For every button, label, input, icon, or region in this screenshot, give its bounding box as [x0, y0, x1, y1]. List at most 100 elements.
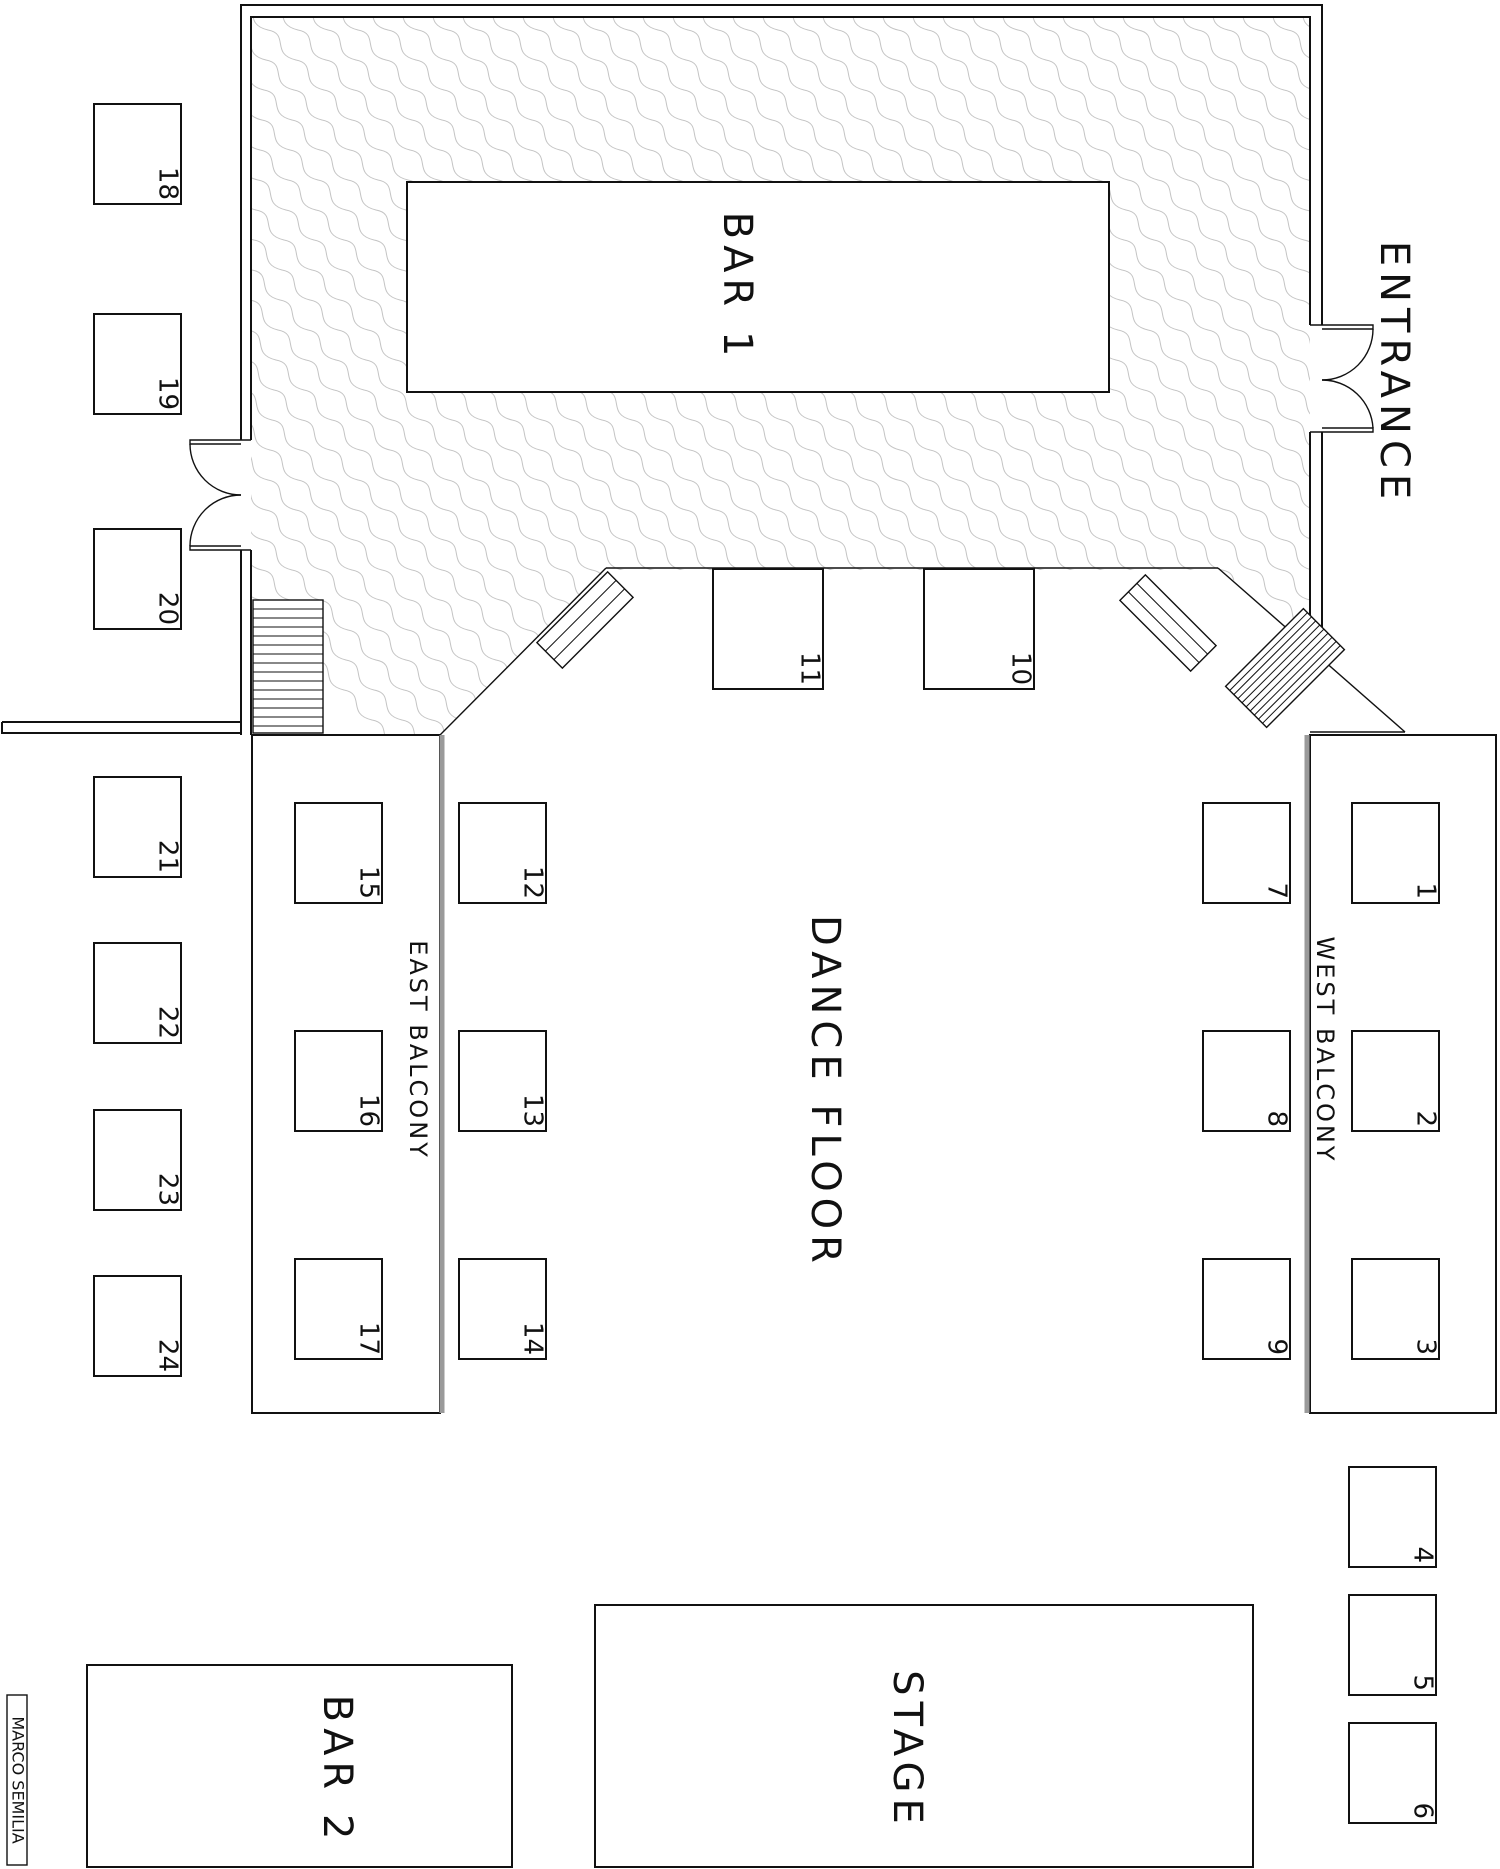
hatch-line [251, 17, 461, 735]
bar-1[interactable] [406, 181, 1110, 393]
hatch-line [251, 17, 611, 735]
table-19-top[interactable] [93, 313, 182, 415]
bar-2-label: BAR 2 [314, 1695, 360, 1846]
author-stamp-frame [6, 1694, 28, 1866]
table-6[interactable]: 6 [1348, 1722, 1438, 1824]
stair-step [1128, 591, 1200, 663]
table-number: 6 [1408, 1802, 1438, 1819]
table-4[interactable]: 4 [1348, 1466, 1438, 1568]
table-11[interactable]: 11 [712, 568, 825, 690]
table-16-top[interactable] [294, 1030, 383, 1132]
table-13-top[interactable] [458, 1030, 547, 1132]
table-17-top[interactable] [294, 1258, 383, 1360]
table-18[interactable]: 18 [93, 103, 183, 205]
table-8-top[interactable] [1202, 1030, 1291, 1132]
table-number: 18 [153, 167, 183, 200]
hatch-line [251, 17, 551, 735]
table-20-top[interactable] [93, 528, 182, 630]
table-19[interactable]: 19 [93, 313, 183, 415]
stage[interactable] [594, 1604, 1254, 1868]
table-number: 7 [1262, 882, 1292, 899]
table-4-top[interactable] [1348, 1466, 1437, 1568]
table-number: 3 [1411, 1338, 1441, 1355]
table-number: 2 [1411, 1110, 1441, 1127]
stair-step [1229, 612, 1308, 691]
table-9-top[interactable] [1202, 1258, 1291, 1360]
table-6-top[interactable] [1348, 1722, 1437, 1824]
table-16[interactable]: 16 [294, 1030, 384, 1132]
table-2-top[interactable] [1351, 1030, 1440, 1132]
stair-entrance-angled [1224, 607, 1346, 729]
table-5-top[interactable] [1348, 1594, 1437, 1696]
table-1-top[interactable] [1351, 802, 1440, 904]
table-9[interactable]: 9 [1202, 1258, 1292, 1360]
table-number: 19 [153, 377, 183, 410]
stair-step [1233, 616, 1312, 695]
table-22-top[interactable] [93, 942, 182, 1044]
hatch-line [1019, 17, 1310, 735]
west-door [189, 439, 242, 551]
table-22[interactable]: 22 [93, 942, 183, 1044]
table-15-top[interactable] [294, 802, 383, 904]
table-7-top[interactable] [1202, 802, 1291, 904]
hatch-line [869, 17, 1310, 735]
table-3[interactable]: 3 [1351, 1258, 1441, 1360]
table-number: 21 [153, 840, 183, 873]
table-21-top[interactable] [93, 776, 182, 878]
table-12-top[interactable] [458, 802, 547, 904]
hatch-line [959, 17, 1310, 735]
table-12[interactable]: 12 [458, 802, 548, 904]
table-13[interactable]: 13 [458, 1030, 548, 1132]
hatch-line [809, 17, 1310, 735]
table-15[interactable]: 15 [294, 802, 384, 904]
table-23-top[interactable] [93, 1109, 182, 1211]
table-number: 5 [1408, 1674, 1438, 1691]
table-10-top[interactable] [923, 568, 1035, 690]
table-number: 11 [795, 652, 825, 685]
hatch-line [899, 17, 1310, 735]
hatch-line [251, 17, 431, 735]
table-2[interactable]: 2 [1351, 1030, 1441, 1132]
table-23[interactable]: 23 [93, 1109, 183, 1211]
hatch-line [1049, 17, 1310, 735]
table-11-top[interactable] [712, 568, 824, 690]
table-14[interactable]: 14 [458, 1258, 548, 1360]
table-5[interactable]: 5 [1348, 1594, 1438, 1696]
hatch-line [251, 17, 521, 735]
table-8[interactable]: 8 [1202, 1030, 1292, 1132]
hatch-line [1169, 17, 1310, 735]
table-number: 10 [1006, 652, 1036, 685]
table-24-top[interactable] [93, 1275, 182, 1377]
entrance-door [1321, 324, 1374, 433]
hatch-line [251, 17, 401, 735]
table-number: 4 [1408, 1546, 1438, 1563]
hatch-line [1199, 17, 1310, 735]
east-balcony-label: EAST BALCONY [404, 940, 432, 1160]
table-24[interactable]: 24 [93, 1275, 183, 1377]
table-7[interactable]: 7 [1202, 802, 1292, 904]
hatch-line [839, 17, 1310, 735]
table-1[interactable]: 1 [1351, 802, 1441, 904]
stair-east-angled [535, 570, 635, 670]
table-14-top[interactable] [458, 1258, 547, 1360]
stair-step [1262, 645, 1341, 724]
hatch-line [779, 17, 1310, 735]
stairs [252, 570, 1346, 734]
table-10[interactable]: 10 [923, 568, 1036, 690]
stair-step [1237, 620, 1317, 700]
author-stamp: MARCO SEMILIA [9, 1716, 28, 1843]
hatch-line [251, 17, 581, 735]
stair-center-angled [1118, 573, 1218, 673]
stair-east-angled-outline [535, 570, 635, 670]
outer-walls [1, 4, 1406, 736]
table-3-top[interactable] [1351, 1258, 1440, 1360]
table-17[interactable]: 17 [294, 1258, 384, 1360]
stair-step [553, 588, 625, 660]
bar-2[interactable] [86, 1664, 513, 1868]
table-20[interactable]: 20 [93, 528, 183, 630]
table-18-top[interactable] [93, 103, 182, 205]
stair-center-angled-outline [1118, 573, 1218, 673]
stair-step [545, 580, 617, 652]
table-21[interactable]: 21 [93, 776, 183, 878]
